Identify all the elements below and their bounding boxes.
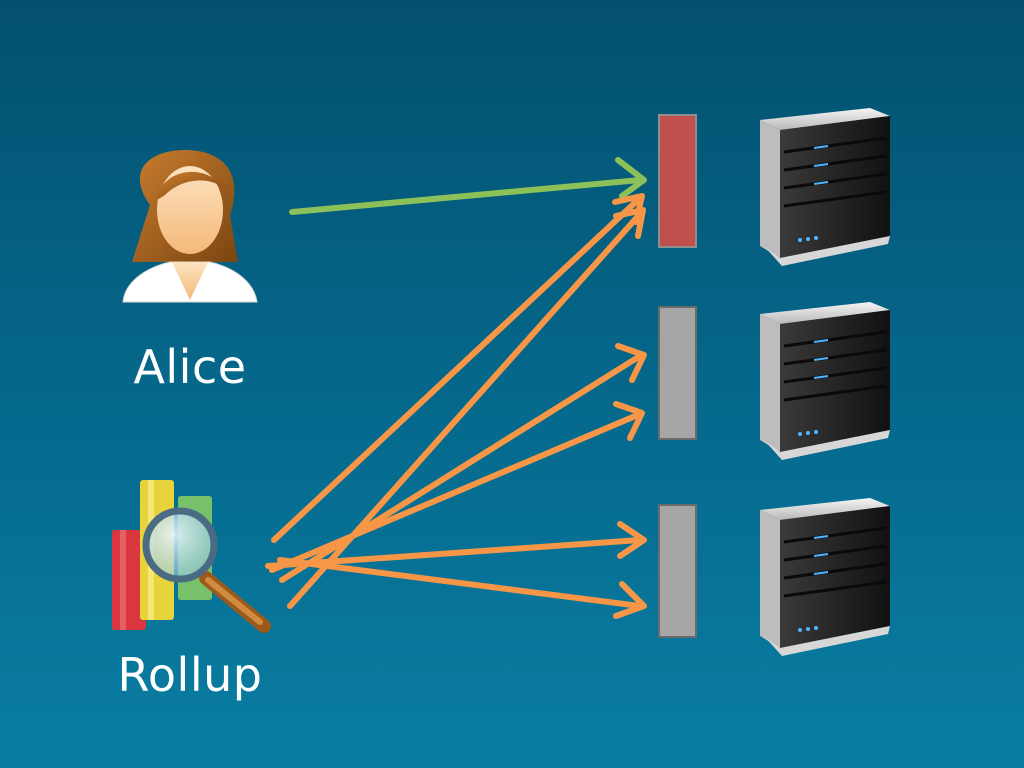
rollup-label: Rollup (117, 648, 263, 702)
rollup-arrow (287, 207, 646, 609)
person-icon (122, 150, 258, 303)
server-icon (760, 108, 890, 266)
queue-busy (658, 114, 697, 248)
rollup-arrow (277, 557, 647, 619)
analytics-icon (112, 480, 271, 633)
rollup-arrow (269, 401, 645, 573)
rollup-arrow (265, 521, 647, 569)
server-icon (760, 302, 890, 460)
server-icon (760, 498, 890, 656)
alice-label: Alice (133, 340, 247, 394)
queue-idle (658, 504, 697, 638)
queue-idle (658, 306, 697, 440)
alice-arrow (289, 157, 647, 215)
